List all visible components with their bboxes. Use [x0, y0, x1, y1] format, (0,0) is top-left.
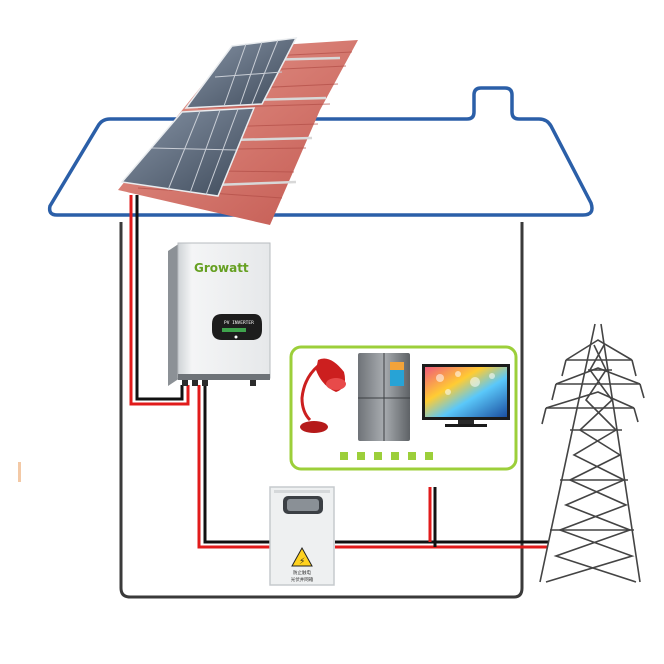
inverter-status-led: [234, 335, 238, 339]
dc-wiring: [129, 195, 190, 406]
grid-combiner-box: ⚡ 防止触电 光伏并网箱: [269, 486, 335, 586]
inverter-display-screen: [222, 328, 246, 332]
transmission-tower-icon: [539, 323, 645, 583]
house-walls: [119, 222, 524, 599]
house-roof-outline: [47, 86, 594, 217]
combiner-label-line2: 光伏并网箱: [291, 576, 314, 583]
refrigerator-icon: [358, 353, 410, 441]
warning-symbol: ⚡: [299, 557, 305, 567]
solar-panel: [184, 37, 298, 109]
television-icon: [422, 364, 510, 427]
solar-panel: [120, 107, 256, 197]
load-indicator-dots: [340, 452, 433, 460]
inverter-display-label: PV INVERTER: [224, 320, 254, 326]
warning-icon: [291, 546, 313, 567]
ac-wiring: [197, 385, 548, 549]
pv-inverter: Growatt PV INVERTER: [168, 242, 271, 386]
edge-marker: [18, 462, 21, 482]
inverter-brand-logo: Growatt: [194, 261, 249, 275]
rooftop-solar-array: [118, 37, 358, 225]
desk-lamp-icon: [300, 358, 346, 433]
combiner-label-line1: 防止触电: [293, 569, 311, 576]
household-loads: [289, 345, 518, 471]
